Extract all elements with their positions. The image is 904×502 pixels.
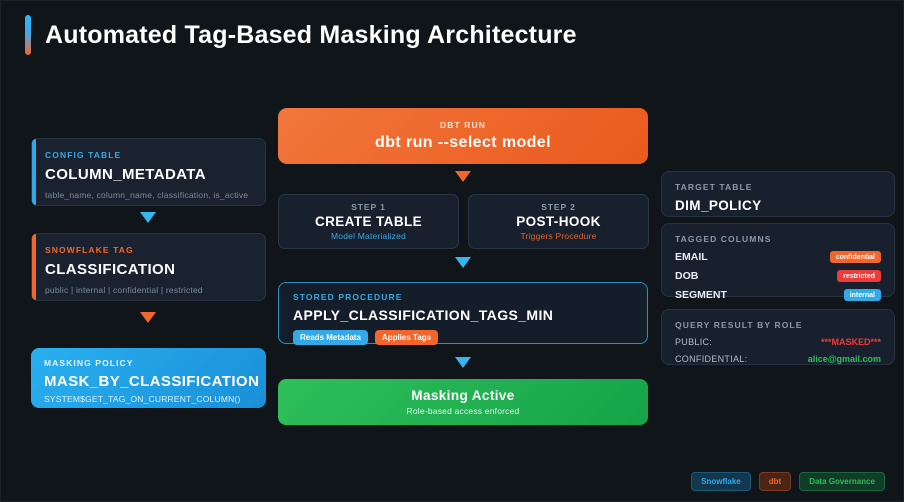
step-2-card[interactable]: STEP 2 POST-HOOK Triggers Procedure: [468, 194, 649, 249]
tag-badge-internal[interactable]: internal: [843, 289, 881, 301]
down-arrow-icon-left-2: [140, 312, 156, 323]
stored-procedure-title: APPLY_CLASSIFICATION_TAGS_MIN: [293, 307, 554, 323]
step-1-card[interactable]: STEP 1 CREATE TABLE Model Materialized: [278, 194, 459, 249]
badge-reads-metadata[interactable]: Reads Metadata: [293, 330, 368, 345]
tagged-column-row: DOB restricted: [675, 270, 881, 282]
tagged-column-row: SEGMENT internal: [675, 289, 881, 301]
footer-badge-data-governance[interactable]: Data Governance: [799, 472, 885, 491]
down-arrow-icon-center-1: [455, 171, 471, 182]
target-table-kicker: TARGET TABLE: [675, 182, 753, 192]
config-table-title: COLUMN_METADATA: [45, 166, 206, 183]
page-title-text: Automated Tag-Based Masking Architecture: [45, 20, 577, 49]
query-result-role-label: PUBLIC:: [675, 337, 713, 347]
down-arrow-icon-left-1: [140, 212, 156, 223]
snowflake-tag-kicker: SNOWFLAKE TAG: [45, 245, 134, 255]
step-2-kicker: STEP 2: [541, 202, 576, 212]
dbt-run-kicker: DBT RUN: [440, 120, 486, 130]
stored-procedure-kicker: STORED PROCEDURE: [293, 292, 403, 302]
down-arrow-icon-center-3: [455, 357, 471, 368]
tagged-column-row: EMAIL confidential: [675, 251, 881, 263]
footer-badges: Snowflake dbt Data Governance: [691, 472, 885, 491]
query-result-value-plain: alice@gmail.com: [807, 354, 881, 364]
title-accent-bar: [25, 15, 31, 55]
footer-badge-snowflake[interactable]: Snowflake: [691, 472, 751, 491]
stored-procedure-badges: Reads Metadata Applies Tags: [293, 330, 633, 345]
card-accent-bar: [32, 139, 36, 205]
masking-policy-title: MASK_BY_CLASSIFICATION: [44, 373, 260, 390]
config-table-subtitle: table_name, column_name, classification,…: [45, 190, 249, 200]
stored-procedure-card[interactable]: STORED PROCEDURE APPLY_CLASSIFICATION_TA…: [278, 282, 648, 345]
target-table-card[interactable]: TARGET TABLE DIM_POLICY: [661, 171, 895, 217]
footer-badge-dbt[interactable]: dbt: [758, 472, 792, 491]
query-result-kicker: QUERY RESULT BY ROLE: [675, 320, 803, 330]
tagged-column-name: DOB: [675, 270, 699, 282]
snowflake-tag-title: CLASSIFICATION: [45, 261, 176, 278]
config-table-kicker: CONFIG TABLE: [45, 150, 122, 160]
step-2-subtitle: Triggers Procedure: [520, 231, 597, 241]
masking-policy-card[interactable]: MASKING POLICY MASK_BY_CLASSIFICATION SY…: [31, 348, 266, 408]
masking-policy-kicker: MASKING POLICY: [44, 358, 134, 368]
dbt-run-command: dbt run --select model: [375, 134, 551, 151]
masking-active-subtitle: Role-based access enforced: [406, 406, 520, 416]
query-result-row: CONFIDENTIAL: alice@gmail.com: [675, 354, 881, 364]
query-result-role-label: CONFIDENTIAL:: [675, 354, 748, 364]
tagged-column-name: EMAIL: [675, 251, 708, 263]
tagged-columns-card[interactable]: TAGGED COLUMNS EMAIL confidential DOB re…: [661, 223, 895, 301]
config-table-card[interactable]: CONFIG TABLE COLUMN_METADATA table_name,…: [31, 138, 266, 206]
masking-active-banner[interactable]: Masking Active Role-based access enforce…: [278, 379, 648, 425]
query-result-value-masked: ***MASKED***: [820, 337, 881, 347]
query-result-row: PUBLIC: ***MASKED***: [675, 337, 881, 347]
badge-applies-tags[interactable]: Applies Tags: [374, 330, 439, 345]
masking-policy-subtitle: SYSTEM$GET_TAG_ON_CURRENT_COLUMN(): [44, 394, 241, 404]
tagged-column-name: SEGMENT: [675, 289, 727, 301]
card-accent-bar: [32, 234, 36, 300]
snowflake-tag-card[interactable]: SNOWFLAKE TAG CLASSIFICATION public | in…: [31, 233, 266, 301]
snowflake-tag-subtitle: public | internal | confidential | restr…: [45, 285, 203, 295]
query-result-card[interactable]: QUERY RESULT BY ROLE PUBLIC: ***MASKED**…: [661, 309, 895, 365]
tag-badge-restricted[interactable]: restricted: [837, 270, 881, 282]
page-title: Automated Tag-Based Masking Architecture: [25, 15, 577, 55]
masking-active-title: Masking Active: [411, 388, 515, 403]
target-table-title: DIM_POLICY: [675, 198, 762, 213]
down-arrow-icon-center-2: [455, 257, 471, 268]
step-2-title: POST-HOOK: [516, 214, 601, 229]
dbt-run-banner[interactable]: DBT RUN dbt run --select model: [278, 108, 648, 164]
step-1-title: CREATE TABLE: [314, 214, 423, 229]
tag-badge-confidential[interactable]: confidential: [829, 251, 881, 263]
step-1-kicker: STEP 1: [351, 202, 386, 212]
step-1-subtitle: Model Materialized: [331, 231, 406, 241]
tagged-columns-kicker: TAGGED COLUMNS: [675, 234, 772, 244]
